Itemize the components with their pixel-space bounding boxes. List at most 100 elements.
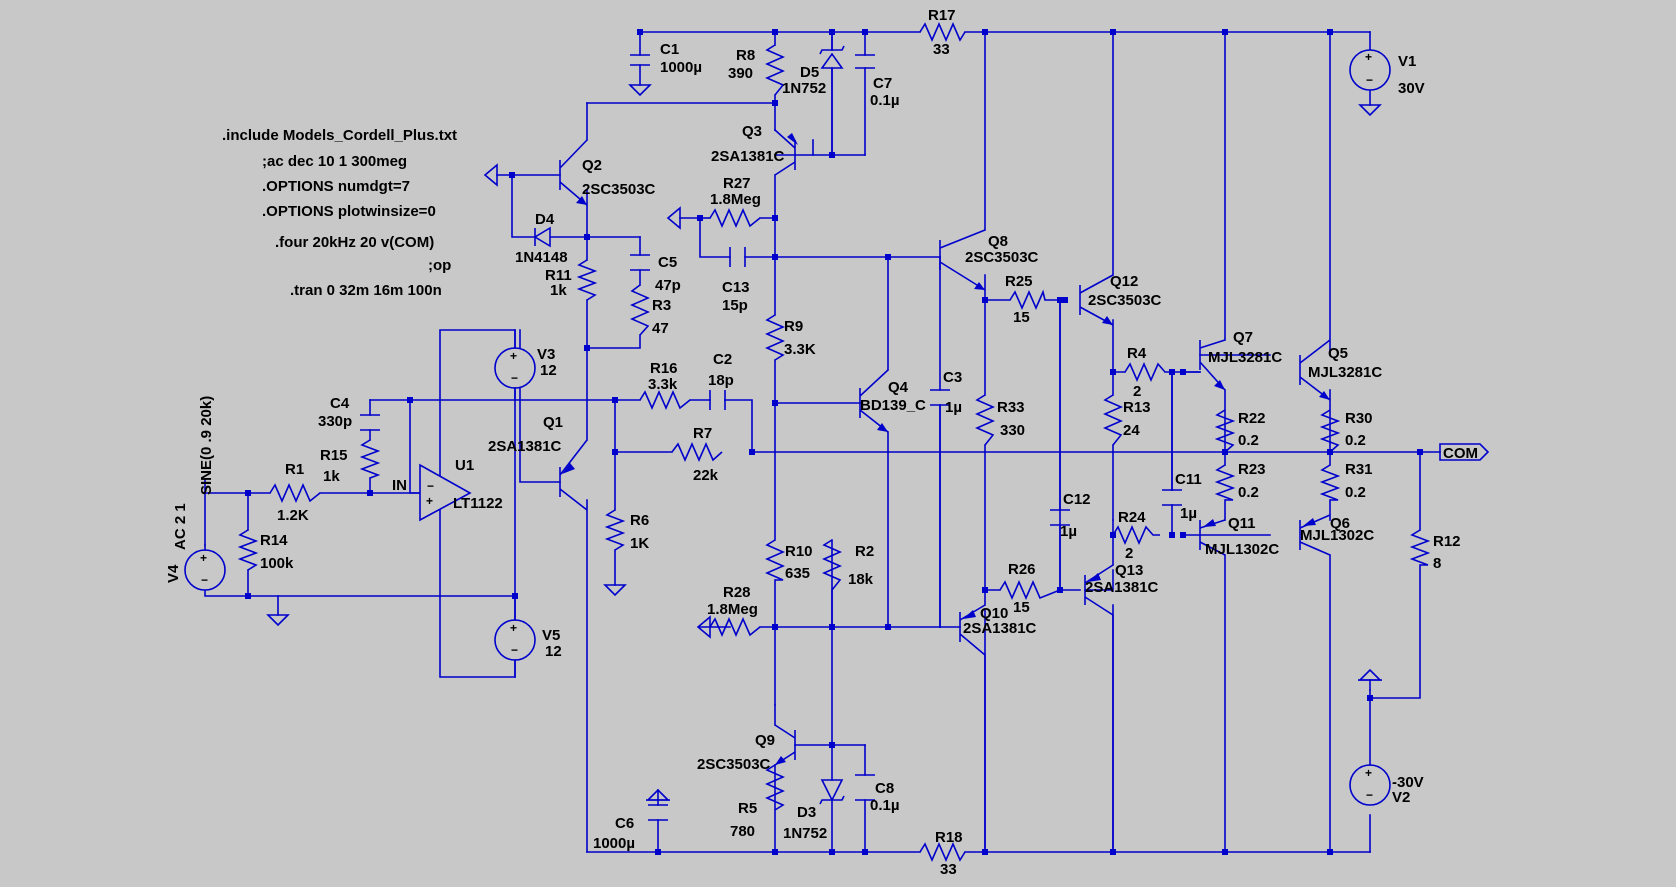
- value-c2: 18p: [708, 372, 734, 389]
- svg-text:+: +: [1365, 50, 1372, 64]
- label-r12: R12: [1433, 533, 1461, 550]
- label-com: COM: [1443, 445, 1478, 462]
- value-c11: 1µ: [1180, 505, 1197, 522]
- resistor-r23: [1214, 464, 1236, 501]
- junctions: [245, 29, 1423, 855]
- resistors: [237, 22, 1431, 862]
- resistor-r18: [919, 842, 966, 862]
- label-r22: R22: [1238, 410, 1266, 427]
- label-q11: Q11: [1228, 515, 1256, 532]
- value-c1: 1000µ: [660, 59, 702, 76]
- transistor-q4: [859, 369, 889, 433]
- value-r10: 635: [785, 565, 810, 582]
- resistor-r6: [604, 509, 626, 551]
- label-c2: C2: [713, 351, 732, 368]
- value-v3: 12: [540, 362, 557, 379]
- resistor-r30: [1319, 409, 1341, 453]
- value-r18: 33: [940, 861, 957, 878]
- label-r13: R13: [1123, 399, 1151, 416]
- label-r33: R33: [997, 399, 1025, 416]
- label-c12: C12: [1063, 491, 1091, 508]
- label-c8: C8: [875, 780, 894, 797]
- label-r15: R15: [320, 447, 348, 464]
- voltage-source-v2: + −: [1349, 764, 1391, 806]
- resistor-r4: [1124, 362, 1166, 382]
- label-q13: Q13: [1115, 562, 1143, 579]
- value-d4: 1N4148: [515, 249, 568, 266]
- capacitor-c1: [630, 54, 650, 66]
- value-r27: 1.8Meg: [710, 191, 761, 208]
- ground-icon: [1358, 104, 1382, 117]
- capacitor-c7: [855, 54, 875, 69]
- value-r7: 22k: [693, 467, 719, 484]
- value-r2: 18k: [848, 571, 874, 588]
- transistor-q3: [774, 129, 798, 176]
- resistor-r22: [1214, 409, 1236, 453]
- value-c7: 0.1µ: [870, 92, 900, 109]
- svg-text:−: −: [1366, 73, 1373, 87]
- resistor-r26: [999, 580, 1061, 600]
- label-r1: R1: [285, 461, 304, 478]
- voltage-source-v1: + −: [1349, 49, 1391, 91]
- value-v5: 12: [545, 643, 562, 660]
- wires: [204, 31, 1441, 853]
- value-r16: 3.3k: [648, 376, 678, 393]
- value-c13: 15p: [722, 297, 748, 314]
- label-c6: C6: [615, 815, 634, 832]
- ground-icon: [1358, 668, 1382, 681]
- value-c3: 1µ: [945, 399, 962, 416]
- label-r4: R4: [1127, 345, 1147, 362]
- svg-text:−: −: [511, 643, 518, 657]
- svg-text:−: −: [201, 573, 208, 587]
- value-v1: 30V: [1398, 80, 1425, 97]
- label-d4: D4: [535, 211, 555, 228]
- value-q9: 2SC3503C: [697, 756, 771, 773]
- label-c3: C3: [943, 369, 962, 386]
- label-v1: V1: [1398, 53, 1416, 70]
- value-r24: 2: [1125, 545, 1133, 562]
- resistor-r8: [765, 44, 785, 96]
- label-r24: R24: [1118, 509, 1146, 526]
- value-r31: 0.2: [1345, 484, 1366, 501]
- ground-icon: [603, 584, 627, 597]
- label-c5: C5: [658, 254, 677, 271]
- ground-symbols: [266, 84, 1490, 801]
- svg-text:+: +: [510, 621, 517, 635]
- ground-icon: [666, 206, 681, 230]
- svg-text:+: +: [1365, 766, 1372, 780]
- capacitor-c2: [709, 390, 726, 410]
- label-c4: C4: [330, 395, 350, 412]
- value-r23: 0.2: [1238, 484, 1259, 501]
- voltage-source-v5: + −: [494, 619, 536, 661]
- transistor-q5: [1299, 339, 1331, 401]
- value-c12: 1µ: [1060, 523, 1077, 540]
- value-r14: 100k: [260, 555, 294, 572]
- value-c6: 1000µ: [593, 835, 635, 852]
- label-r6: R6: [630, 512, 649, 529]
- value-r5: 780: [730, 823, 755, 840]
- capacitor-c5: [630, 254, 650, 271]
- directive-include: .include Models_Cordell_Plus.txt: [222, 127, 457, 144]
- opamp-u1: − +: [419, 463, 472, 522]
- directive-ac: ;ac dec 10 1 300meg: [262, 153, 407, 170]
- label-c11: C11: [1175, 471, 1202, 488]
- value-r26: 15: [1013, 599, 1030, 616]
- label-q12: Q12: [1110, 273, 1138, 290]
- capacitor-c13: [729, 247, 746, 267]
- voltage-source-v4: + −: [184, 549, 226, 591]
- value-q2: 2SC3503C: [582, 181, 656, 198]
- label-r18: R18: [935, 829, 963, 846]
- transistor-q13: [1084, 564, 1114, 616]
- label-r7: R7: [693, 425, 712, 442]
- value-q3: 2SA1381C: [711, 148, 785, 165]
- label-v2: V2: [1392, 789, 1410, 806]
- value-r30: 0.2: [1345, 432, 1366, 449]
- value-d3: 1N752: [783, 825, 827, 842]
- resistor-r10: [765, 539, 785, 581]
- resistor-r11: [576, 259, 598, 301]
- resistor-r17: [919, 22, 966, 42]
- resistor-r5: [765, 764, 785, 811]
- ground-icon: [696, 615, 711, 639]
- label-r10: R10: [785, 543, 813, 560]
